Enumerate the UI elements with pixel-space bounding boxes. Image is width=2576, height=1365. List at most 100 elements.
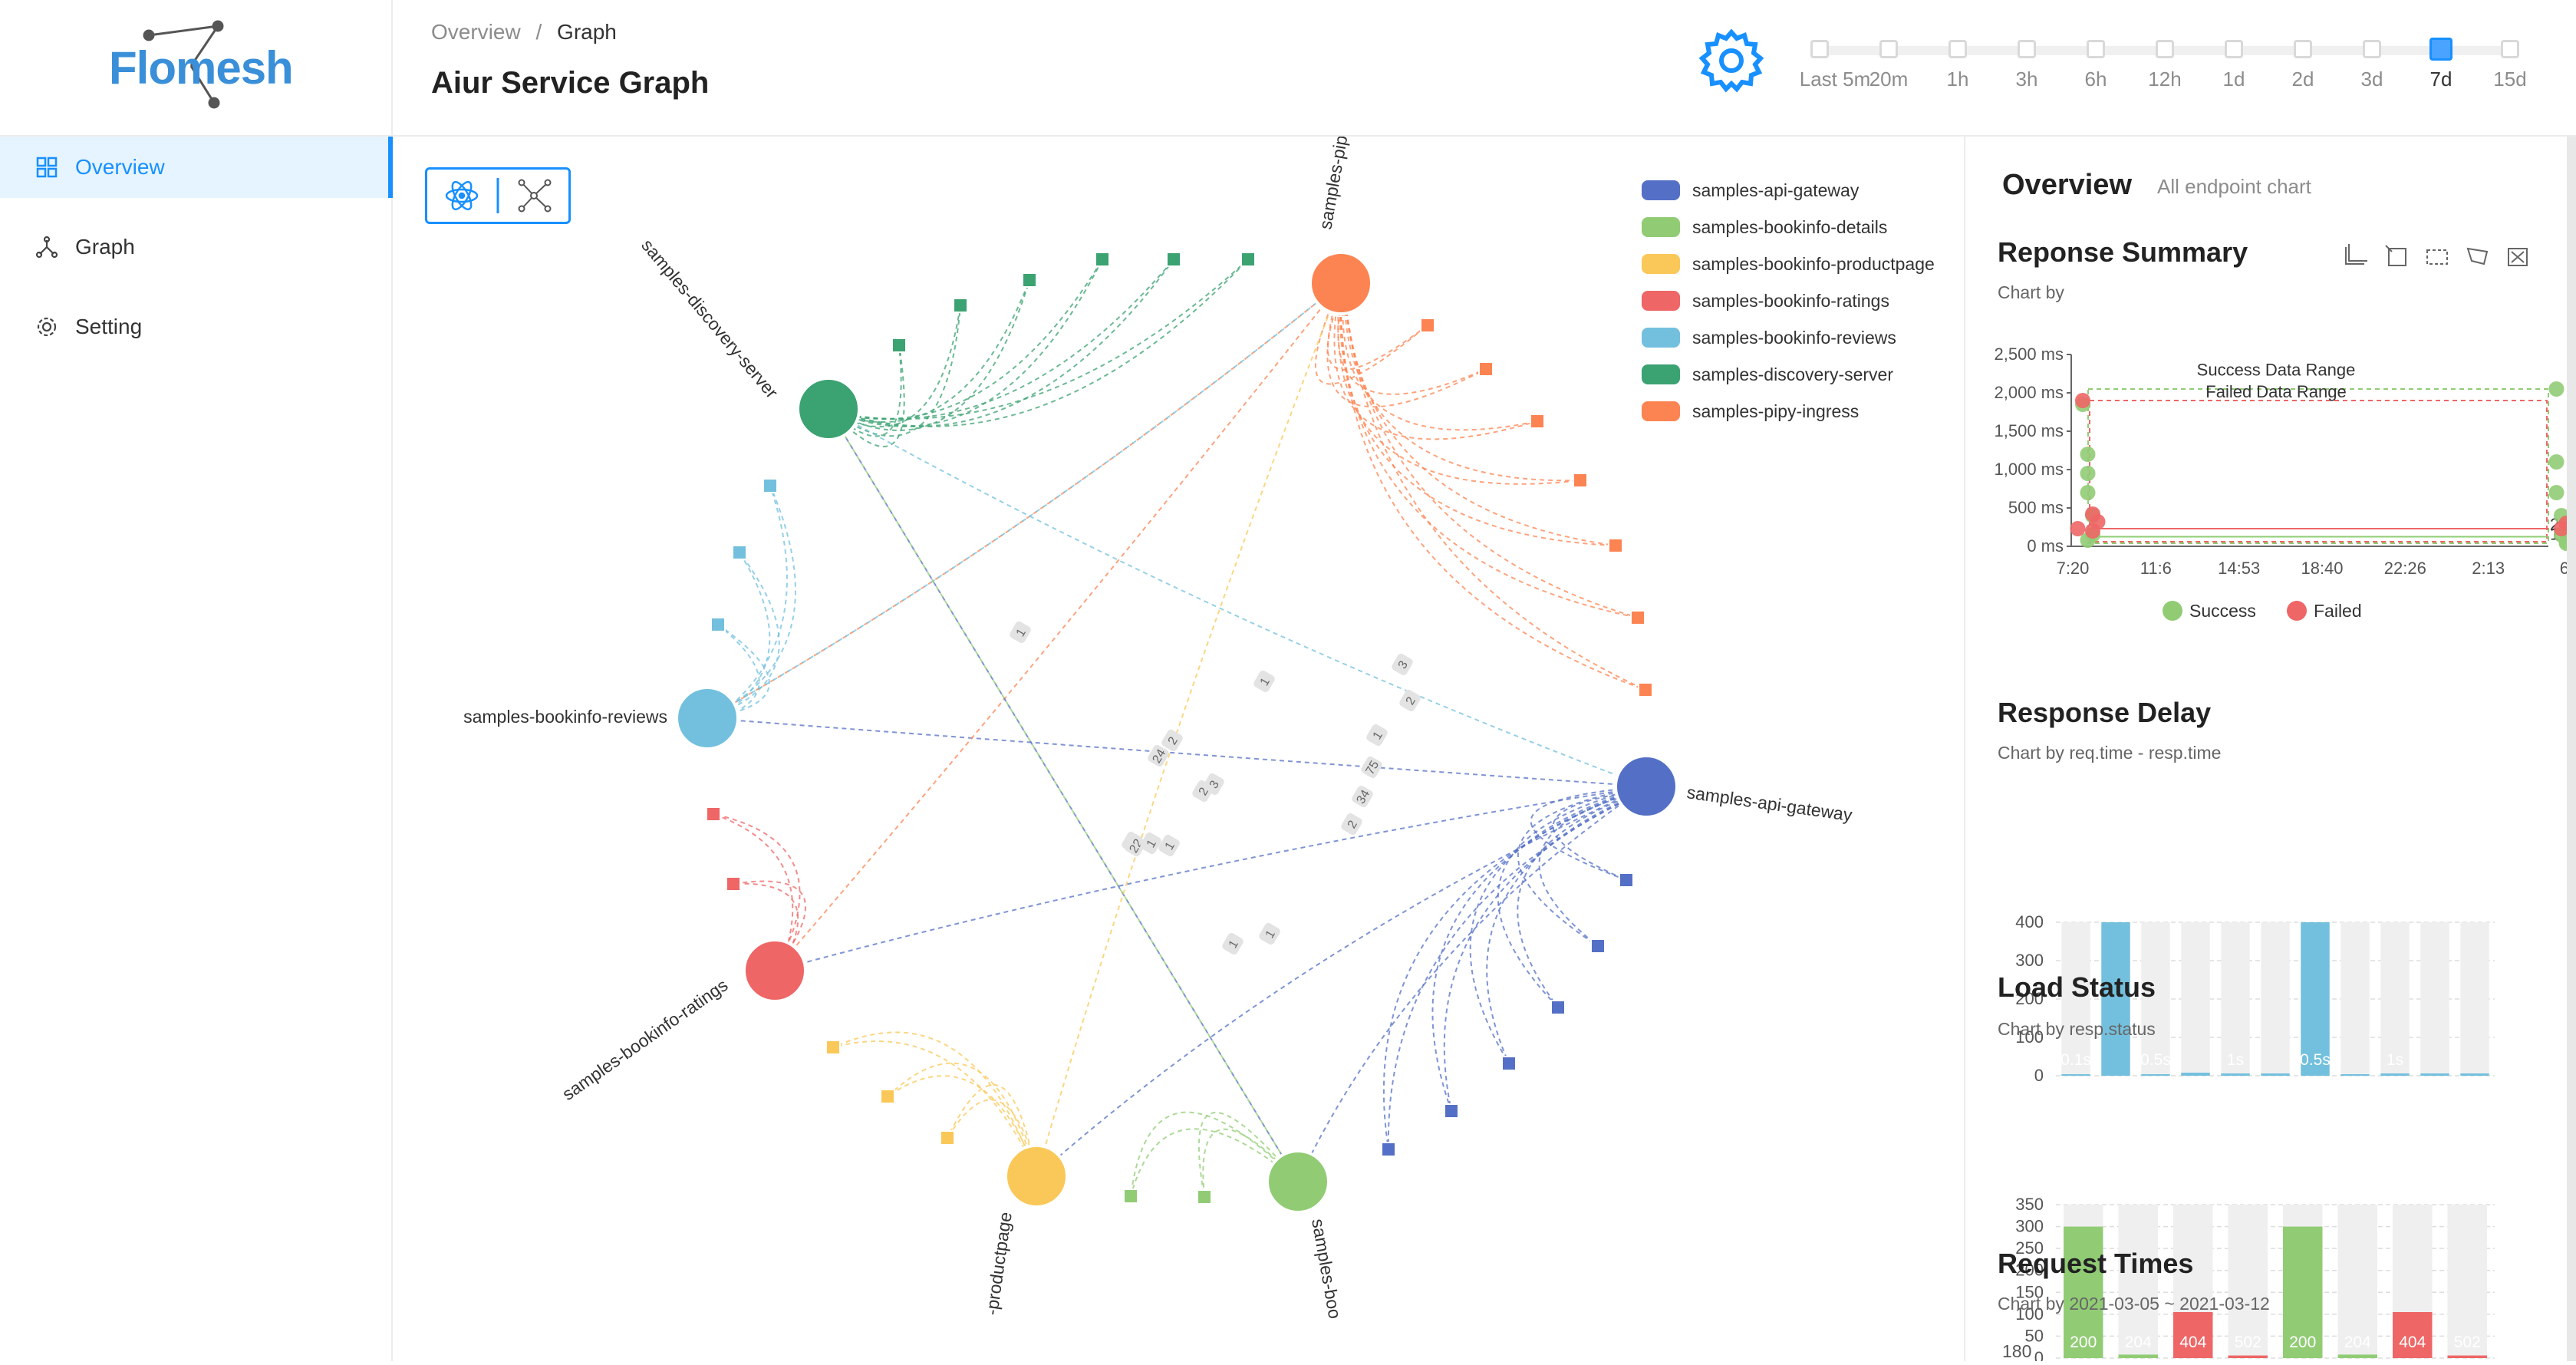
- bar[interactable]: [2337, 1354, 2377, 1358]
- time-option-8-handle[interactable]: [2363, 40, 2381, 58]
- bar[interactable]: [2460, 1073, 2489, 1076]
- graph-edge[interactable]: [1130, 1111, 1299, 1197]
- graph-edge[interactable]: [1343, 285, 1639, 618]
- time-option-6-handle[interactable]: [2225, 40, 2243, 58]
- time-option-label[interactable]: 1d: [2222, 68, 2245, 91]
- legend-item[interactable]: samples-bookinfo-reviews: [1642, 319, 1935, 356]
- graph-edge[interactable]: [828, 345, 905, 447]
- endpoint-node[interactable]: [1608, 538, 1623, 553]
- bar[interactable]: [2141, 1074, 2170, 1076]
- bar[interactable]: [2118, 1354, 2158, 1358]
- graph-edge[interactable]: [707, 485, 796, 719]
- endpoint-node[interactable]: [1550, 1000, 1566, 1015]
- time-option-label[interactable]: 12h: [2148, 68, 2182, 91]
- bar[interactable]: [2380, 1073, 2410, 1076]
- logo[interactable]: Flomesh: [103, 20, 302, 112]
- atom-layout-icon[interactable]: [445, 180, 479, 213]
- legend-item[interactable]: samples-pipy-ingress: [1642, 393, 1935, 430]
- breadcrumb-root[interactable]: Overview: [431, 20, 521, 44]
- graph-edge[interactable]: [1343, 285, 1616, 546]
- endpoint-node[interactable]: [1022, 272, 1037, 288]
- zoom-reset-icon[interactable]: [2385, 245, 2406, 266]
- graph-edge[interactable]: [1387, 789, 1650, 1150]
- endpoint-node[interactable]: [710, 617, 726, 632]
- endpoint-node[interactable]: [726, 876, 741, 892]
- time-option-label[interactable]: 1h: [1946, 68, 1969, 91]
- time-option-label[interactable]: 2d: [2291, 68, 2314, 91]
- bar[interactable]: [2340, 1074, 2370, 1076]
- bar[interactable]: [2393, 1312, 2433, 1358]
- graph-edge[interactable]: [828, 259, 1103, 427]
- bar[interactable]: [2064, 1226, 2103, 1358]
- bar[interactable]: [2181, 1073, 2210, 1076]
- graph-edge[interactable]: [1382, 786, 1647, 1150]
- scatter-point-success[interactable]: [2080, 466, 2096, 481]
- endpoint-node[interactable]: [1381, 1142, 1396, 1157]
- endpoint-node[interactable]: [1478, 361, 1494, 377]
- time-option-9-handle[interactable]: [2429, 38, 2452, 61]
- time-option-2-handle[interactable]: [1948, 40, 1967, 58]
- graph-edge[interactable]: [1443, 789, 1650, 1112]
- service-node[interactable]: [1266, 1149, 1330, 1214]
- graph-edge[interactable]: [1342, 285, 1538, 431]
- graph-edge[interactable]: [774, 786, 1647, 971]
- graph-edge[interactable]: [1202, 1128, 1302, 1198]
- endpoint-node[interactable]: [880, 1089, 895, 1104]
- settings-gear-icon[interactable]: [1698, 28, 1764, 94]
- time-option-7-handle[interactable]: [2294, 40, 2312, 58]
- legend-success-label[interactable]: Success: [2189, 601, 2256, 621]
- rect-select-icon[interactable]: [2426, 249, 2448, 265]
- graph-edge[interactable]: [1036, 282, 1342, 1177]
- endpoint-node[interactable]: [1123, 1189, 1138, 1204]
- graph-edge[interactable]: [1339, 282, 1646, 691]
- bar[interactable]: [2221, 1073, 2250, 1076]
- graph-edge[interactable]: [1552, 789, 1650, 881]
- endpoint-node[interactable]: [825, 1040, 841, 1055]
- endpoint-node[interactable]: [1444, 1103, 1459, 1119]
- graph-edge[interactable]: [1486, 789, 1650, 1064]
- scatter-point-success[interactable]: [2080, 485, 2096, 500]
- sidebar-item-overview[interactable]: Overview: [0, 137, 393, 198]
- legend-item[interactable]: samples-bookinfo-details: [1642, 209, 1935, 246]
- endpoint-node[interactable]: [1573, 473, 1588, 488]
- graph-edge[interactable]: [774, 282, 1342, 971]
- service-node[interactable]: [1004, 1144, 1069, 1208]
- time-option-label[interactable]: 15d: [2493, 68, 2527, 91]
- graph-edge[interactable]: [1343, 285, 1646, 691]
- endpoint-node[interactable]: [891, 338, 907, 353]
- bar[interactable]: [2173, 1312, 2213, 1358]
- scatter-point-success[interactable]: [2548, 485, 2564, 500]
- service-node[interactable]: [1309, 251, 1373, 315]
- scatter-point-success[interactable]: [2548, 381, 2564, 397]
- endpoint-node[interactable]: [1197, 1189, 1212, 1205]
- graph-edge[interactable]: [707, 717, 1647, 787]
- bar[interactable]: [2301, 922, 2330, 1076]
- endpoint-node[interactable]: [1420, 318, 1435, 333]
- service-node[interactable]: [675, 686, 740, 750]
- graph-edge[interactable]: [947, 1083, 1037, 1177]
- graph-edge[interactable]: [831, 259, 1249, 420]
- time-option-label[interactable]: 3d: [2360, 68, 2383, 91]
- time-option-label[interactable]: Last 5m: [1799, 68, 1871, 91]
- graph-edge[interactable]: [828, 408, 1647, 787]
- service-node[interactable]: [743, 938, 807, 1003]
- graph-edge[interactable]: [1497, 786, 1647, 1008]
- bar[interactable]: [2447, 1355, 2487, 1358]
- endpoint-node[interactable]: [1095, 252, 1110, 267]
- legend-failed-label[interactable]: Failed: [2314, 601, 2362, 621]
- legend-item[interactable]: samples-bookinfo-productpage: [1642, 246, 1935, 282]
- scrollbar[interactable]: [2567, 137, 2576, 1361]
- graph-edge[interactable]: [831, 259, 1174, 420]
- sidebar-item-setting[interactable]: Setting: [0, 296, 393, 358]
- lasso-icon[interactable]: [2466, 247, 2489, 265]
- graph-edge[interactable]: [1333, 282, 1538, 440]
- graph-edge[interactable]: [710, 485, 788, 722]
- graph-edge[interactable]: [1130, 1128, 1302, 1197]
- graph-edge[interactable]: [1197, 1112, 1299, 1198]
- graph-edge[interactable]: [831, 259, 1103, 420]
- endpoint-node[interactable]: [1240, 252, 1256, 267]
- time-option-3-handle[interactable]: [2018, 40, 2036, 58]
- time-option-label[interactable]: 6h: [2084, 68, 2107, 91]
